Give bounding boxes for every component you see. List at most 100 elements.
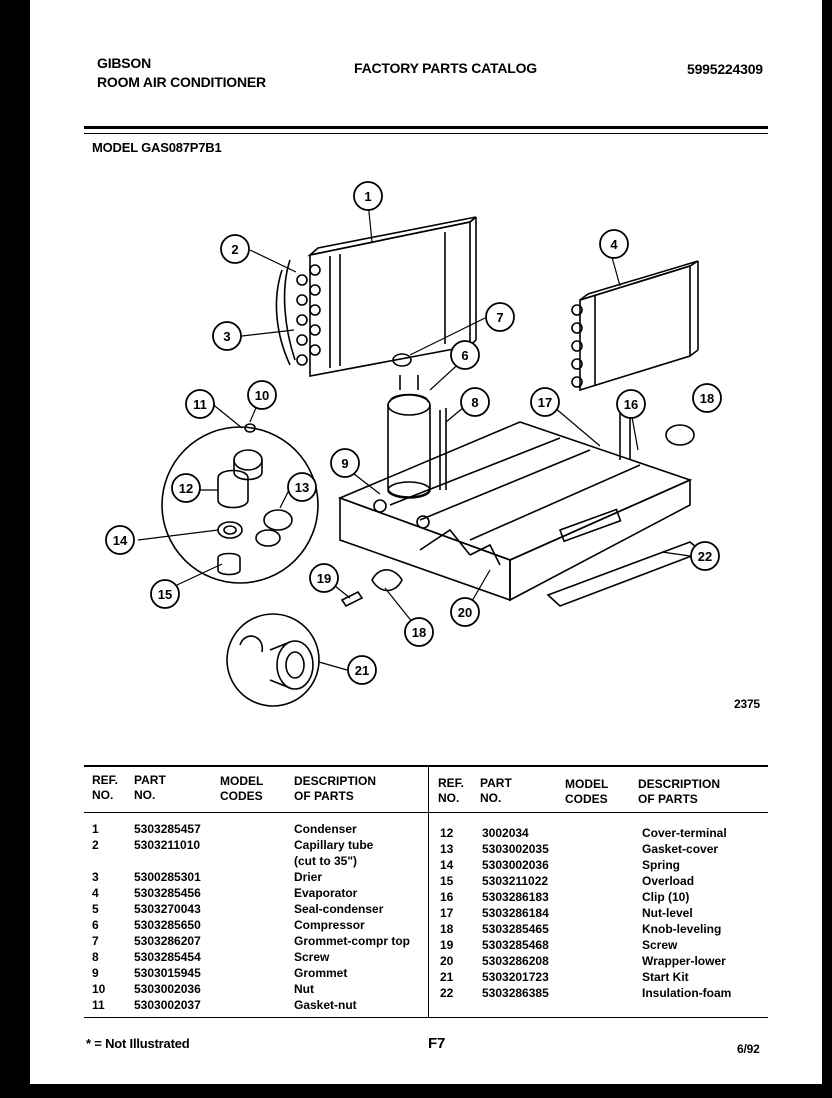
callout-21: 21 (355, 663, 369, 678)
part-no-cell: 5303002036 (134, 982, 201, 996)
evaporator-part (571, 260, 699, 392)
table-row: (cut to 35") (92, 853, 410, 869)
description-cell: Drier (294, 870, 323, 884)
model-codes-cell (568, 841, 642, 857)
part-no-cell (134, 853, 220, 869)
ref-no-cell: 18 (440, 922, 454, 936)
description-cell: Cover-terminal (642, 826, 727, 840)
callout-18-bottom: 18 (412, 625, 426, 640)
description-cell: Compressor (294, 918, 365, 932)
table-bottom-rule (84, 1017, 768, 1018)
scan-border-right (822, 0, 832, 1098)
ref-no-cell: 17 (440, 906, 454, 920)
ref-no-cell: 1 (92, 822, 99, 836)
ref-no-cell: 19 (440, 938, 454, 952)
model-codes-cell (220, 981, 294, 997)
description-cell: Grommet (294, 966, 348, 980)
part-no-cell: 5303285454 (134, 950, 201, 964)
model-codes-cell (220, 901, 294, 917)
ref-no-cell: 22 (440, 986, 454, 1000)
table-row: 18 5303285465 Knob-leveling (440, 921, 731, 937)
part-no-cell: 5303286184 (482, 906, 549, 920)
left-col-part-header: PART NO. (134, 773, 166, 802)
description-cell: Condenser (294, 822, 357, 836)
model-label: MODEL GAS087P7B1 (92, 140, 222, 155)
scan-border-bottom (0, 1084, 832, 1098)
callout-3: 3 (223, 329, 230, 344)
ref-no-cell: 15 (440, 874, 454, 888)
callout-8: 8 (471, 395, 478, 410)
ref-no-cell: 12 (440, 826, 454, 840)
model-codes-cell (568, 921, 642, 937)
description-cell: Capillary tube (294, 838, 374, 852)
callout-1: 1 (364, 189, 371, 204)
model-codes-cell (568, 873, 642, 889)
model-codes-cell (220, 917, 294, 933)
part-no-cell: 5303286208 (482, 954, 549, 968)
table-row: 1 5303285457 Condenser (92, 821, 410, 837)
description-cell: Insulation-foam (642, 986, 732, 1000)
ref-no-cell: 16 (440, 890, 454, 904)
description-cell: Knob-leveling (642, 922, 722, 936)
part-no-cell: 5303286183 (482, 890, 549, 904)
part-no-cell: 5303211022 (482, 874, 549, 888)
left-col-ref-header: REF. NO. (92, 773, 119, 802)
description-cell: Evaporator (294, 886, 358, 900)
callout-9: 9 (341, 456, 348, 471)
callout-16: 16 (624, 397, 638, 412)
catalog-title: FACTORY PARTS CATALOG (354, 60, 537, 76)
page-number: F7 (428, 1035, 446, 1052)
description-cell: Nut-level (642, 906, 693, 920)
model-codes-cell (220, 853, 294, 869)
description-cell: Screw (642, 938, 678, 952)
ref-no-cell: 7 (92, 934, 99, 948)
part-no-cell: 5303015945 (134, 966, 201, 980)
table-row: 3 5300285301 Drier (92, 869, 410, 885)
part-no-cell: 5303285650 (134, 918, 201, 932)
part-no-cell: 5303286385 (482, 986, 549, 1000)
callout-14: 14 (113, 533, 128, 548)
model-codes-cell (568, 937, 642, 953)
callout-4: 4 (610, 237, 618, 252)
figure-number: 2375 (734, 697, 760, 711)
exploded-parts-diagram: 1 2 3 4 7 6 8 10 11 12 13 14 15 9 17 16 … (105, 181, 722, 707)
callout-13: 13 (295, 480, 309, 495)
model-codes-cell (568, 985, 642, 1001)
ref-no-cell: 2 (92, 838, 99, 852)
right-col-ref-header: REF. NO. (438, 776, 465, 805)
ref-no-cell: 21 (440, 970, 454, 984)
ref-no-cell: 5 (92, 902, 99, 916)
right-col-model-header: MODEL CODES (565, 777, 609, 806)
part-no-cell: 5303285465 (482, 922, 549, 936)
description-cell: Spring (642, 858, 680, 872)
table-row: 22 5303286385 Insulation-foam (440, 985, 731, 1001)
part-no-cell: 5300285301 (134, 870, 201, 884)
product-name: ROOM AIR CONDITIONER (97, 74, 266, 90)
condenser-part (275, 216, 477, 377)
table-divider (428, 765, 429, 1017)
ref-no-cell: 10 (92, 982, 106, 996)
part-no-cell: 5303002036 (482, 858, 549, 872)
description-cell: Nut (294, 982, 314, 996)
ref-no-cell: 8 (92, 950, 99, 964)
table-top-rule (84, 765, 768, 767)
description-cell: Seal-condenser (294, 902, 384, 916)
grommet-part (392, 353, 412, 367)
revision-date: 6/92 (737, 1042, 760, 1056)
ref-no-cell: 4 (92, 886, 99, 900)
part-no-cell: 5303285457 (134, 822, 201, 836)
callout-12: 12 (179, 481, 193, 496)
ref-no-cell: 3 (92, 870, 99, 884)
table-row: 17 5303286184 Nut-level (440, 905, 731, 921)
model-codes-cell (220, 949, 294, 965)
description-cell: Gasket-nut (294, 998, 357, 1012)
